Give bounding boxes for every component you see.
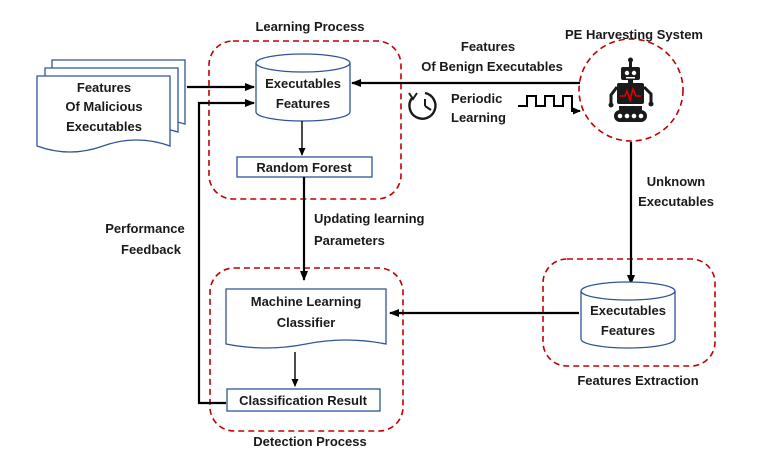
pe-harvesting-group (578, 38, 684, 142)
ml-classifier-line1: Machine Learning (251, 294, 362, 309)
benign-label-line2: Of Benign Executables (421, 59, 563, 74)
classification-result-label: Classification Result (239, 393, 368, 408)
robot-icon (608, 57, 654, 122)
malicious-doc-line3: Executables (66, 119, 142, 134)
classification-result-box: Classification Result (226, 388, 381, 412)
feedback-label-line1: Performance (105, 221, 184, 236)
ml-classifier-doc: Machine Learning Classifier (225, 288, 387, 349)
detection-process-group (209, 267, 404, 432)
ml-classifier-line2: Classifier (277, 315, 336, 330)
malicious-features-doc: Features Of Malicious Executables (36, 59, 186, 153)
random-forest-label: Random Forest (256, 160, 352, 175)
unknown-label-line1: Unknown (647, 174, 706, 189)
updating-label-line2: Parameters (314, 233, 385, 248)
performance-feedback-arrow (197, 99, 255, 405)
clock-icon (408, 91, 437, 120)
cylinder-right-line2: Features (601, 323, 655, 338)
pe-harvesting-title: PE Harvesting System (565, 27, 703, 42)
malicious-doc-line1: Features (77, 80, 131, 95)
learning-process-title: Learning Process (255, 19, 364, 34)
feedback-label-line2: Feedback (121, 242, 182, 257)
cylinder-top-line1: Executables (265, 76, 341, 91)
features-extraction-group (542, 258, 716, 367)
random-forest-box: Random Forest (236, 156, 373, 178)
updating-label-line1: Updating learning (314, 211, 425, 226)
periodic-label-line2: Learning (451, 110, 506, 125)
benign-label-line1: Features (461, 39, 515, 54)
cylinder-right-line1: Executables (590, 303, 666, 318)
unknown-label-line2: Executables (638, 194, 714, 209)
executables-features-cylinder-right: Executables Features (580, 281, 676, 349)
malicious-doc-line2: Of Malicious (65, 99, 142, 114)
periodic-label-line1: Periodic (451, 91, 502, 106)
square-wave-arrow (518, 95, 581, 115)
features-extraction-title: Features Extraction (577, 373, 698, 388)
cylinder-top-line2: Features (276, 96, 330, 111)
detection-process-title: Detection Process (253, 434, 366, 449)
executables-features-cylinder-top: Executables Features (255, 53, 351, 122)
